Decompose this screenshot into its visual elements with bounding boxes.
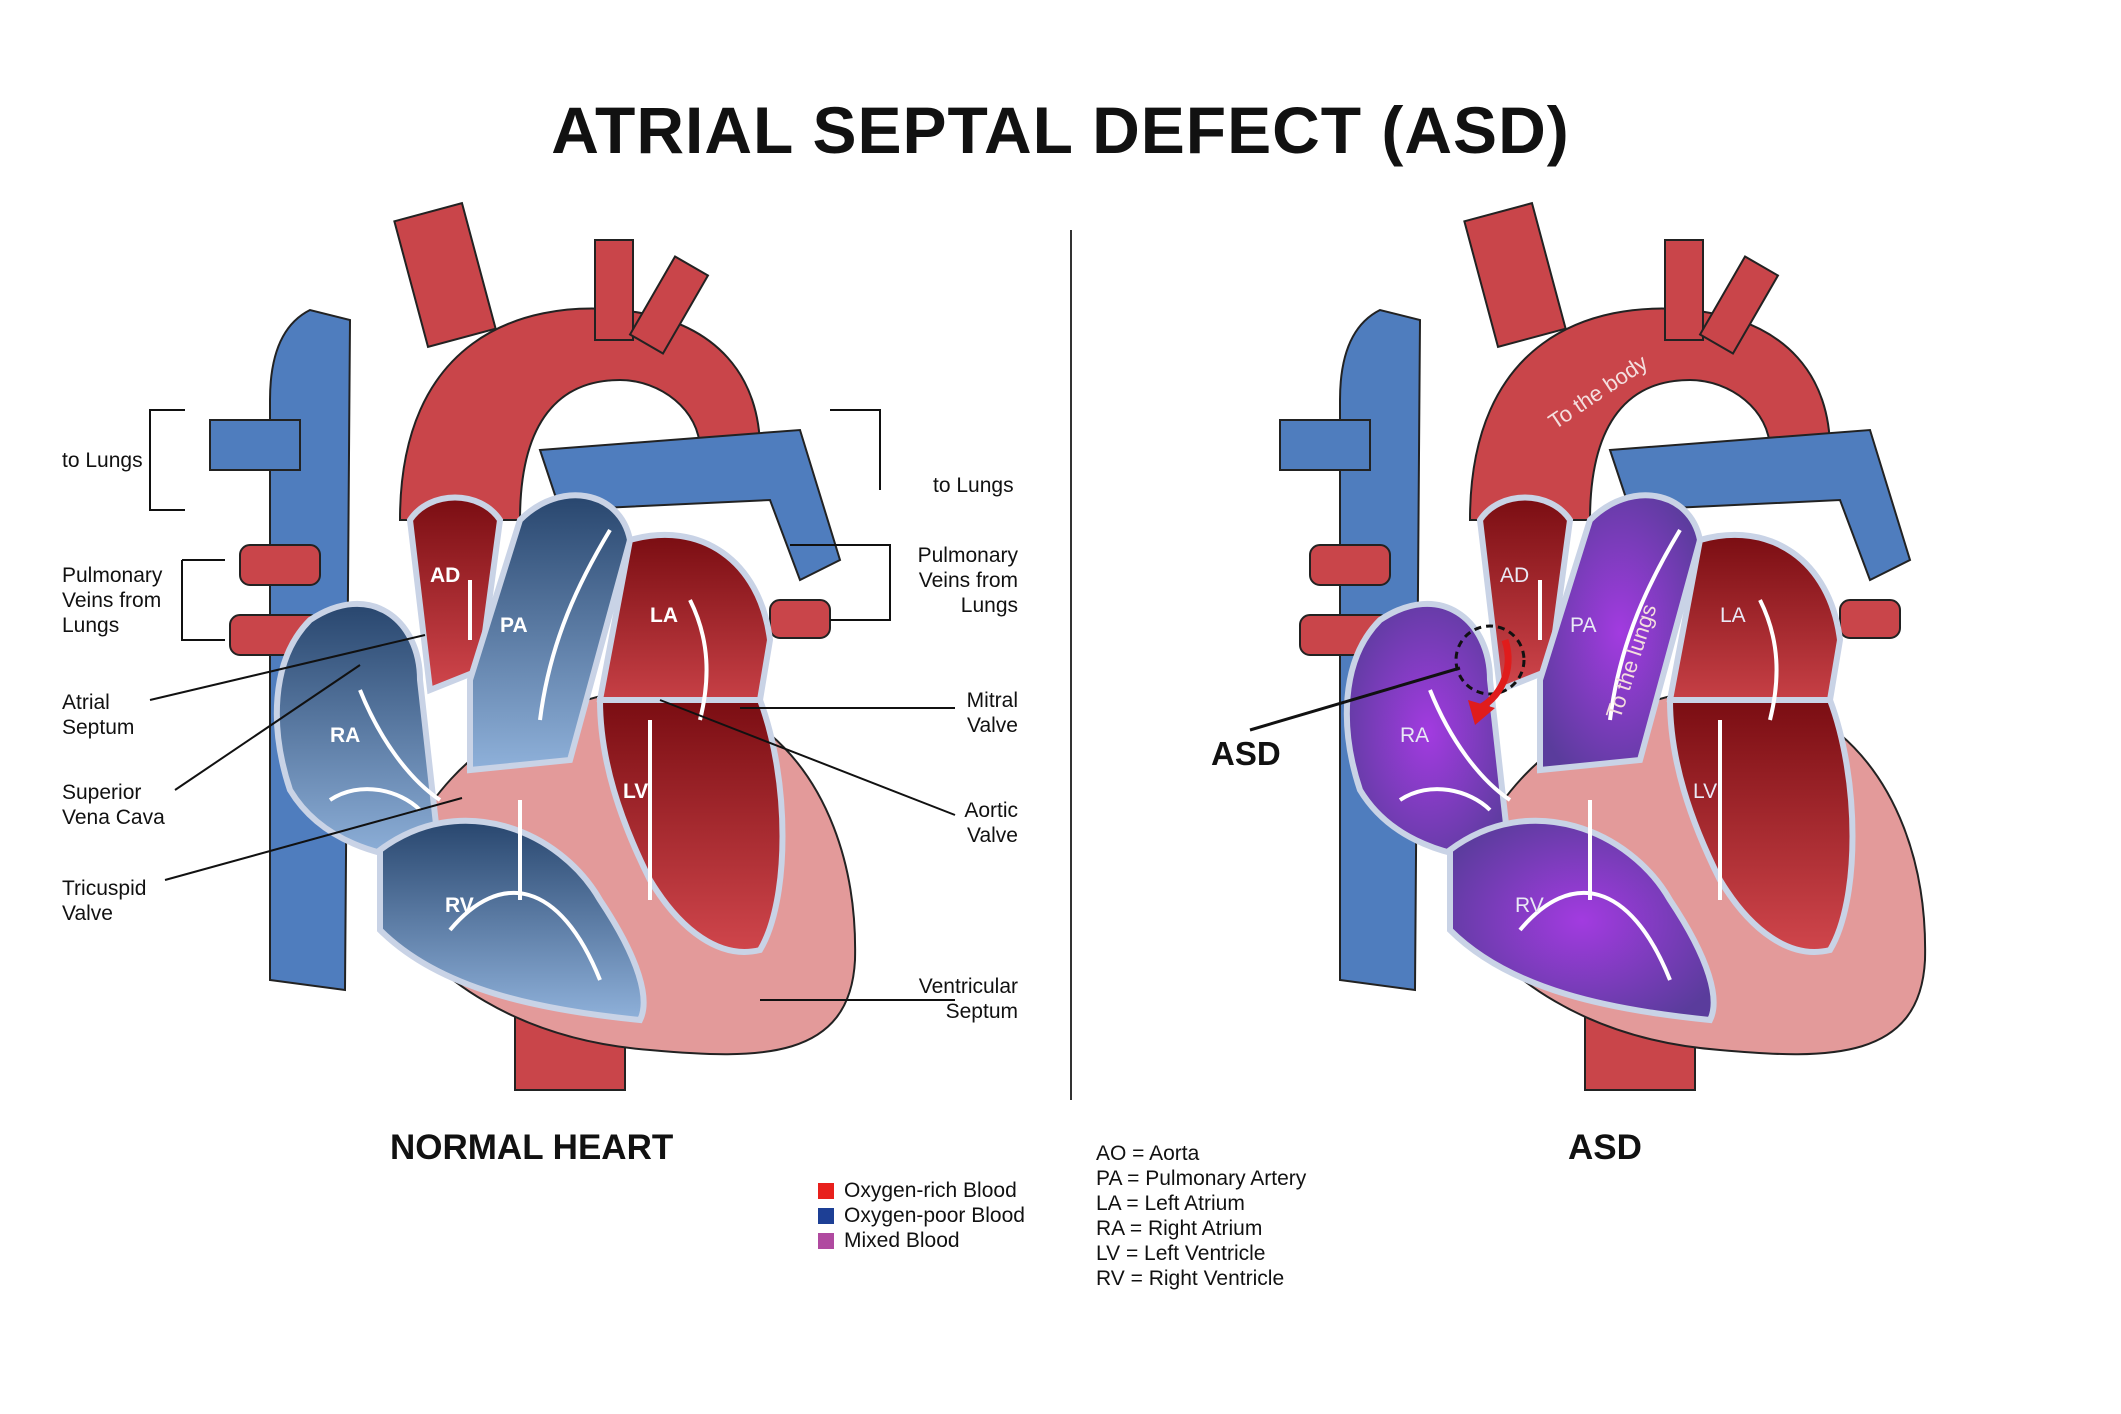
aortic-valve-label: Aortic Valve [964, 799, 1018, 847]
legend-label: Oxygen-poor Blood [844, 1204, 1025, 1227]
normal-rv-label: RV [445, 894, 474, 917]
legend-swatch [818, 1207, 834, 1224]
ventricular-septum-label: Ventricular Septum [918, 975, 1018, 1023]
left-to-lungs-label: to Lungs [62, 449, 143, 472]
normal-heart: AD PA LA RA LV RV [149, 201, 956, 1091]
normal-ad-label: AD [430, 564, 460, 587]
tricuspid-valve-label: Tricuspid Valve [62, 877, 147, 925]
legend-label: Oxygen-rich Blood [844, 1179, 1017, 1202]
abbrev-rv: RV = Right Ventricle [1096, 1267, 1285, 1290]
asd-ra-label: RA [1400, 724, 1429, 747]
asd-callout-label: ASD [1211, 735, 1281, 772]
normal-ra-label: RA [330, 724, 360, 747]
asd-la-label: LA [1720, 604, 1746, 627]
right-to-lungs-label: to Lungs [933, 474, 1014, 497]
legend-item-mixed: Mixed Blood [818, 1228, 1025, 1253]
aorta-root [406, 494, 504, 695]
normal-lv-label: LV [623, 780, 648, 803]
abbrev-la: LA = Left Atrium [1096, 1192, 1245, 1215]
abbrev-ra: RA = Right Atrium [1096, 1217, 1263, 1240]
aortic-arch [398, 307, 762, 521]
right-ventricle [377, 817, 647, 1024]
blood-legend: Oxygen-rich Blood Oxygen-poor Blood Mixe… [818, 1178, 1025, 1253]
asd-lv-label: LV [1693, 780, 1717, 803]
asd-pa-label: PA [1570, 614, 1596, 637]
legend-swatch [818, 1182, 834, 1199]
diagram-title: ATRIAL SEPTAL DEFECT (ASD) [551, 93, 1570, 167]
normal-pa-label: PA [500, 614, 528, 637]
asd-heart: AD PA LA RA LV RV To the body To the lun… [1249, 201, 1927, 1091]
mitral-valve-label: Mitral Valve [966, 689, 1018, 737]
legend-swatch [818, 1232, 834, 1249]
abbreviation-list: AO = Aorta PA = Pulmonary Artery LA = Le… [1096, 1141, 1306, 1291]
asd-caption: ASD [1568, 1128, 1642, 1167]
panel-divider [1070, 230, 1072, 1100]
abbrev-ao: AO = Aorta [1096, 1142, 1200, 1165]
normal-la-label: LA [650, 604, 678, 627]
legend-label: Mixed Blood [844, 1229, 960, 1252]
abbrev-lv: LV = Left Ventricle [1096, 1242, 1266, 1265]
asd-rv-label: RV [1515, 894, 1544, 917]
left-pulmonary-veins-label: Pulmonary Veins from Lungs [62, 564, 163, 637]
left-atrium [596, 531, 774, 724]
legend-item-oxygen-rich: Oxygen-rich Blood [818, 1178, 1025, 1203]
atrial-septum-label: Atrial Septum [62, 691, 135, 739]
right-pulmonary-veins-label: Pulmonary Veins from Lungs [917, 544, 1018, 617]
left-ventricle [596, 697, 786, 955]
abbrev-pa: PA = Pulmonary Artery [1096, 1167, 1307, 1190]
normal-heart-caption: NORMAL HEART [390, 1128, 674, 1167]
superior-vena-cava-label: Superior Vena Cava [62, 781, 165, 829]
legend-item-oxygen-poor: Oxygen-poor Blood [818, 1203, 1025, 1228]
asd-defect-circle [1454, 624, 1526, 696]
asd-ad-label: AD [1500, 564, 1529, 587]
